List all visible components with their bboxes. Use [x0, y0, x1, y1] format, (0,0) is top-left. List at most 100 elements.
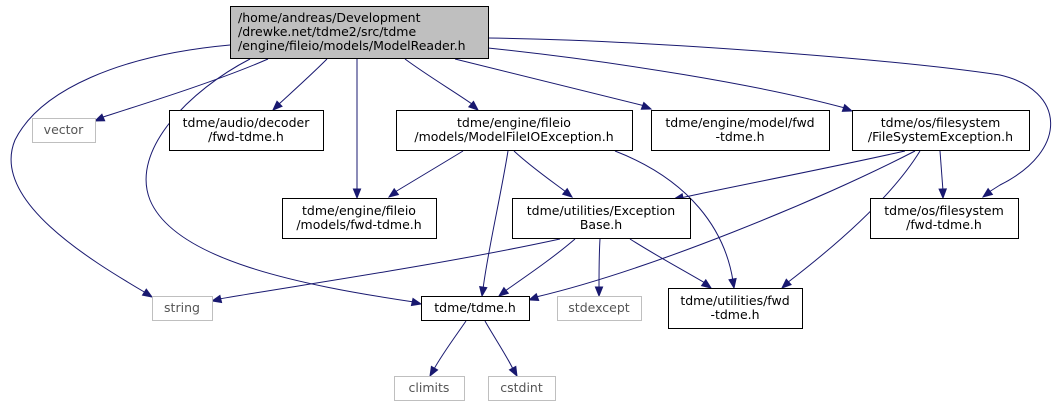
edge-line	[433, 320, 467, 370]
node-label-line: tdme/engine/model/fwd	[665, 115, 814, 130]
edge-arrowhead	[467, 100, 480, 111]
node-fs-fwd[interactable]: tdme/os/filesystem/fwd-tdme.h	[870, 198, 1019, 239]
node-fs-ex[interactable]: tdme/os/filesystem/FileSystemException.h	[852, 110, 1030, 151]
edge-arrowhead	[841, 103, 854, 112]
edge-arrowhead	[981, 187, 994, 198]
edge-line	[218, 238, 561, 300]
edge-arrowhead	[210, 294, 223, 304]
node-label-line: /drewke.net/tdme2/src/tdme	[238, 24, 416, 39]
edge-line	[482, 150, 509, 290]
node-box	[169, 110, 324, 151]
node-root[interactable]: /home/andreas/Development/drewke.net/tdm…	[230, 6, 489, 59]
nodes-layer: /home/andreas/Development/drewke.net/tdm…	[32, 6, 1030, 401]
edge-line	[614, 150, 734, 282]
edge-arrowhead	[938, 188, 948, 200]
node-label-line: cstdint	[500, 380, 543, 395]
node-audio-fwd[interactable]: tdme/audio/decoder/fwd-tdme.h	[169, 110, 324, 151]
edge-arrowhead	[272, 100, 283, 111]
edge-fs_ex-to-util_fwd	[781, 150, 921, 289]
node-label-line: /FileSystemException.h	[868, 129, 1013, 144]
edge-root-to-tdme_h	[145, 58, 423, 307]
edge-line	[10, 44, 231, 294]
edge-line	[404, 58, 473, 105]
edge-arrowhead	[561, 187, 574, 198]
edge-fileio_ex-to-ex_base	[513, 150, 574, 198]
node-box	[396, 110, 633, 151]
edge-root-to-string	[10, 44, 231, 298]
edge-arrowhead	[479, 286, 488, 298]
edge-fs_ex-to-ex_base	[672, 150, 906, 202]
node-vector: vector	[32, 118, 96, 143]
edge-line	[394, 150, 464, 193]
node-fileio-ex[interactable]: tdme/engine/fileio/models/ModelFileIOExc…	[396, 110, 633, 151]
node-cstdint: cstdint	[488, 376, 556, 401]
node-box	[488, 376, 556, 401]
node-label-line: /models/fwd-tdme.h	[296, 217, 421, 232]
node-label-line: Base.h	[580, 217, 622, 232]
node-label-line: tdme/tdme.h	[434, 300, 516, 315]
node-label-line: tdme/engine/fileio	[457, 115, 571, 130]
edge-line	[487, 47, 846, 109]
node-fileio-fwd[interactable]: tdme/engine/fileio/models/fwd-tdme.h	[282, 198, 437, 239]
edge-arrowhead	[640, 101, 653, 110]
edge-root-to-fs_fwd	[487, 37, 1052, 198]
node-label-line: -tdme.h	[710, 307, 759, 322]
node-label-line: -tdme.h	[715, 129, 764, 144]
node-box	[32, 118, 96, 143]
node-box	[870, 198, 1019, 239]
node-label-line: /fwd-tdme.h	[906, 217, 982, 232]
edge-line	[145, 58, 415, 303]
node-label-line: /models/ModelFileIOException.h	[414, 129, 613, 144]
edge-root-to-model_fwd	[454, 58, 653, 110]
edge-arrowhead	[728, 277, 737, 290]
edge-fileio_ex-to-fileio_fwd	[387, 150, 464, 198]
node-tdme-h[interactable]: tdme/tdme.h	[421, 296, 530, 321]
node-box	[512, 198, 691, 239]
edge-arrowhead	[141, 288, 154, 298]
edge-line	[278, 58, 328, 105]
edges-layer	[10, 37, 1052, 378]
edge-ex_base-to-stdexcept	[594, 238, 604, 298]
edge-arrowhead	[429, 365, 439, 378]
node-label-line: tdme/utilities/fwd	[680, 293, 789, 308]
edge-line	[504, 238, 576, 292]
edge-ex_base-to-util_fwd	[629, 238, 713, 289]
edge-fileio_ex-to-util_fwd	[614, 150, 737, 290]
edge-tdme_h-to-climits	[429, 320, 467, 378]
node-climits: climits	[394, 376, 465, 401]
edge-root-to-fs_ex	[487, 47, 854, 112]
node-box	[557, 296, 642, 321]
edge-line	[535, 150, 916, 298]
node-box	[282, 198, 437, 239]
node-label-line: tdme/os/filesystem	[884, 203, 1004, 218]
node-util-fwd[interactable]: tdme/utilities/fwd-tdme.h	[668, 288, 803, 329]
edge-arrowhead	[352, 188, 362, 200]
edge-arrowhead	[410, 297, 423, 307]
edge-arrowhead	[387, 187, 400, 198]
node-label-line: stdexcept	[568, 300, 629, 315]
edge-ex_base-to-string	[210, 238, 561, 304]
edge-root-to-fileio_ex	[404, 58, 480, 111]
node-label-line: /engine/fileio/models/ModelReader.h	[238, 38, 466, 53]
node-box	[394, 376, 465, 401]
node-label-line: /fwd-tdme.h	[208, 129, 284, 144]
edge-fileio_ex-to-tdme_h	[479, 150, 509, 298]
edge-line	[487, 37, 1052, 193]
edge-fs_ex-to-tdme_h	[527, 150, 916, 302]
edge-arrowhead	[508, 365, 518, 378]
edge-line	[786, 150, 921, 284]
edge-fs_ex-to-fs_fwd	[938, 150, 948, 200]
node-label-line: /home/andreas/Development	[238, 10, 421, 25]
node-box	[651, 110, 830, 151]
edge-line	[939, 150, 944, 192]
edge-ex_base-to-tdme_h	[497, 238, 576, 297]
edge-line	[484, 320, 514, 370]
edge-line	[598, 238, 601, 290]
node-label-line: climits	[409, 380, 450, 395]
node-model-fwd[interactable]: tdme/engine/model/fwd-tdme.h	[651, 110, 830, 151]
node-box	[852, 110, 1030, 151]
edge-tdme_h-to-cstdint	[484, 320, 518, 378]
node-string: string	[152, 296, 213, 321]
